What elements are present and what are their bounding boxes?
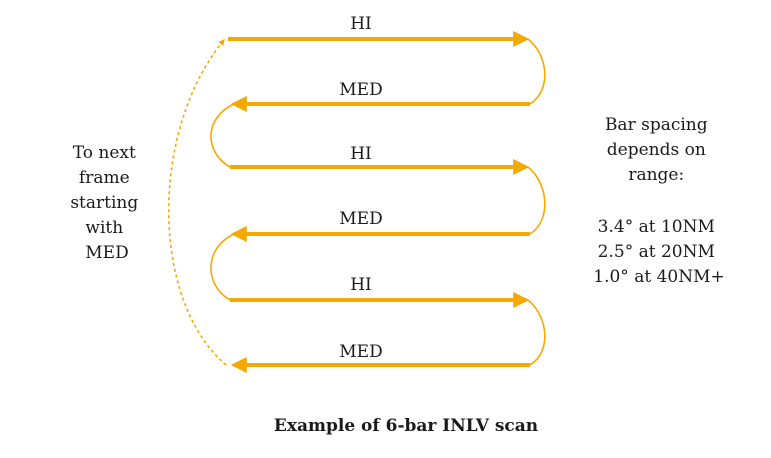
bar-5-label: HI — [350, 275, 372, 295]
right-note-line: 3.4° at 10NM — [598, 217, 715, 237]
bar-3: HI — [230, 144, 530, 175]
bar-4-label: MED — [339, 209, 382, 229]
left-note-line: MED — [85, 243, 128, 263]
left-note: To next frame starting with MED — [70, 143, 143, 263]
turn-right-3 — [527, 299, 546, 366]
bar-2-label: MED — [339, 80, 382, 100]
bar-6-label: MED — [339, 342, 382, 362]
turn-right-2 — [527, 166, 546, 235]
left-note-line: starting — [70, 193, 138, 213]
right-note-line: depends on — [607, 140, 706, 160]
turn-right-1 — [527, 38, 546, 105]
return-dotted-arc — [167, 39, 227, 366]
bar-4: MED — [230, 209, 530, 242]
bar-3-label: HI — [350, 144, 372, 164]
bar-1: HI — [228, 14, 530, 47]
right-note-line: 1.0° at 40NM+ — [593, 267, 724, 287]
bar-5: HI — [230, 275, 530, 308]
right-note-line: range: — [628, 165, 684, 185]
left-note-line: To next — [73, 143, 136, 163]
bar-1-label: HI — [350, 14, 372, 34]
left-note-line: frame — [79, 168, 130, 188]
diagram-caption: Example of 6-bar INLV scan — [274, 416, 538, 436]
bar-2: MED — [230, 80, 530, 112]
left-note-line: with — [85, 218, 123, 238]
right-note-line: 2.5° at 20NM — [598, 242, 715, 262]
turn-left-1 — [210, 103, 235, 168]
bar-6: MED — [230, 342, 530, 373]
right-note-line: Bar spacing — [605, 115, 708, 135]
right-note: Bar spacing depends on range: 3.4° at 10… — [593, 115, 724, 287]
turn-left-2 — [210, 233, 235, 301]
